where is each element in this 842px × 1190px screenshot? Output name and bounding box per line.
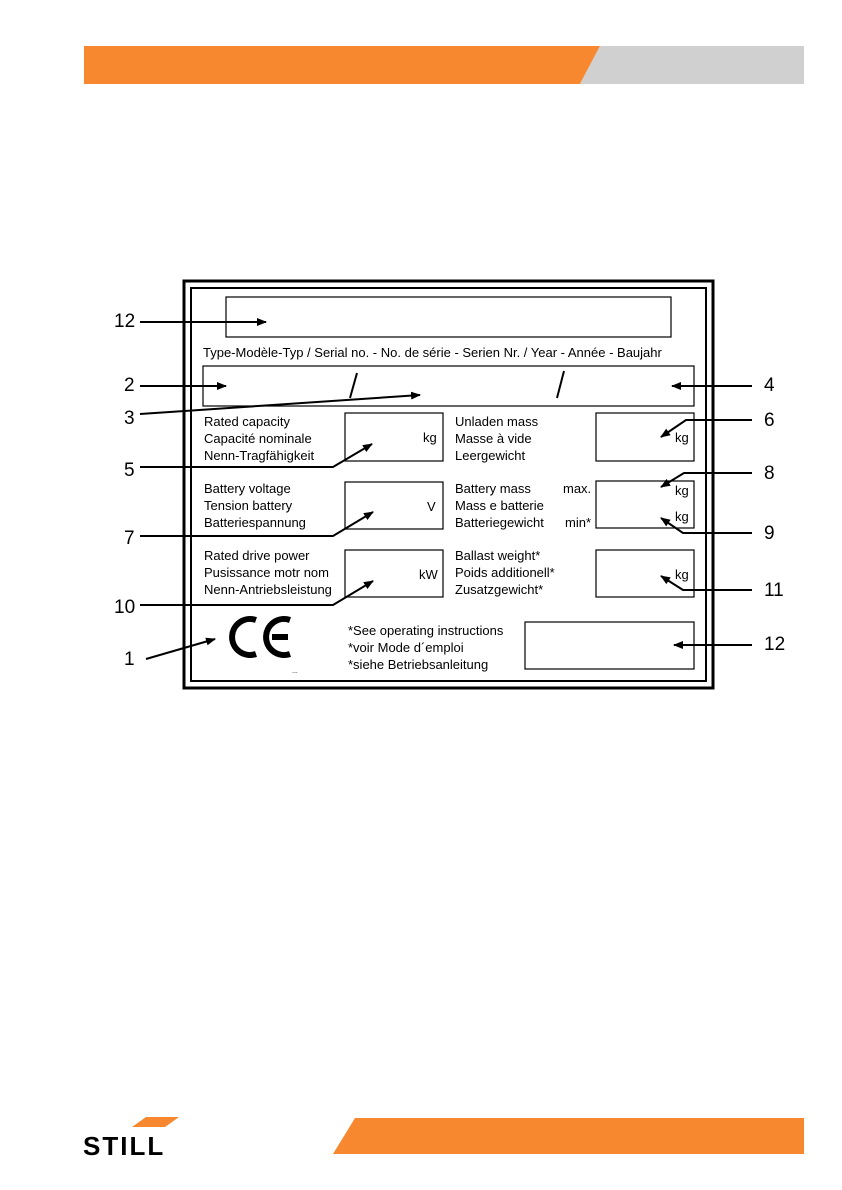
callout-9: 9 bbox=[764, 523, 775, 544]
notes-text: *See operating instructions*voir Mode d´… bbox=[348, 623, 504, 672]
still-logo-text: STILL bbox=[83, 1131, 165, 1160]
still-logo: STILL bbox=[83, 1117, 179, 1160]
unit-kg-capacity: kg bbox=[423, 430, 437, 445]
battery-max-label: max. bbox=[563, 481, 592, 496]
unit-kg-battery-max: kg bbox=[675, 483, 689, 498]
battery-min-label: min* bbox=[565, 515, 592, 530]
callout-11: 11 bbox=[764, 580, 784, 601]
unit-kg-unladen: kg bbox=[675, 430, 689, 445]
callout-1: 1 bbox=[124, 649, 135, 670]
unit-kg-battery-min: kg bbox=[675, 509, 689, 524]
tiny-mark: ... bbox=[292, 668, 298, 675]
unit-kg-ballast: kg bbox=[675, 567, 689, 582]
nameplate-diagram bbox=[139, 279, 752, 690]
callout-3: 3 bbox=[124, 408, 135, 429]
callout-4: 4 bbox=[764, 375, 775, 396]
footer-bar bbox=[333, 1118, 804, 1154]
ce-mark-icon bbox=[229, 616, 291, 658]
callout-7: 7 bbox=[124, 528, 135, 549]
callout-5: 5 bbox=[124, 460, 135, 481]
callout-12-top: 12 bbox=[114, 311, 136, 332]
unit-volt: V bbox=[427, 499, 436, 514]
callout-10: 10 bbox=[114, 597, 136, 618]
unit-kw: kW bbox=[419, 567, 438, 582]
callout-6: 6 bbox=[764, 410, 775, 431]
callout-2: 2 bbox=[124, 375, 135, 396]
ballast-weight-label: Ballast weight*Poids additionell*Zusatzg… bbox=[455, 548, 555, 597]
plate-header-line: Type-Modèle-Typ / Serial no. - No. de sé… bbox=[203, 345, 662, 360]
header-bar bbox=[84, 46, 804, 84]
callout-8: 8 bbox=[764, 463, 775, 484]
callout-12-bottom: 12 bbox=[764, 634, 786, 655]
